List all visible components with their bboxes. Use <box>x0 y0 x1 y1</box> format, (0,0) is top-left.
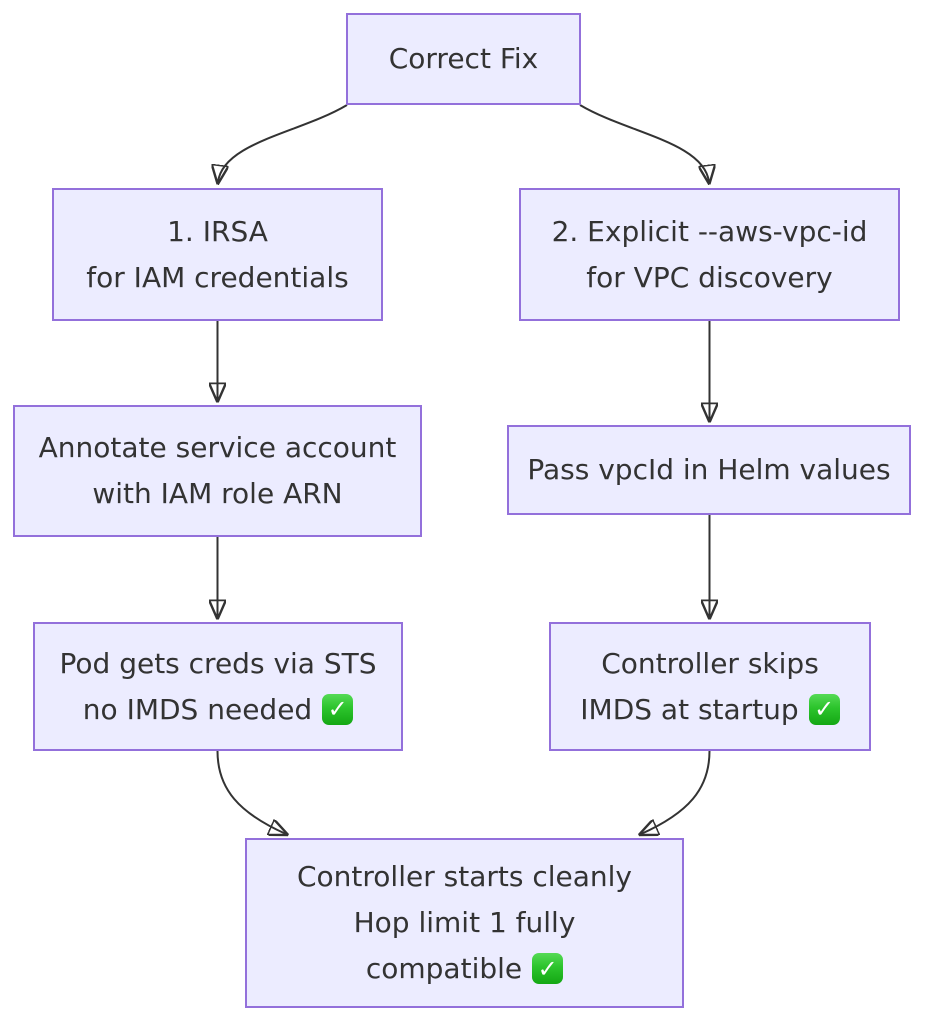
node-label: with IAM role ARN <box>92 477 343 510</box>
node-label: for IAM credentials <box>86 260 349 294</box>
node-correct-fix: Correct Fix <box>346 13 581 105</box>
node-label: compatible ✓ <box>365 946 564 992</box>
white-check-mark-emoji: ✓ <box>322 693 354 725</box>
edge-skips-final <box>641 750 711 834</box>
node-explicit-vpc-id: 2. Explicit --aws-vpc-id for VPC discove… <box>519 188 900 321</box>
node-pod-gets-creds: Pod gets creds via STS no IMDS needed ✓ <box>33 622 403 751</box>
node-label: Pass vpcId in Helm values <box>527 453 891 487</box>
node-controller-skips-imds: Controller skips IMDS at startup ✓ <box>549 622 871 751</box>
node-pass-vpcid-helm: Pass vpcId in Helm values <box>507 425 911 515</box>
node-label-text: no IMDS needed <box>82 692 313 726</box>
node-controller-starts-cleanly: Controller starts cleanly Hop limit 1 fu… <box>245 838 684 1008</box>
node-label-text: IMDS at startup <box>580 692 799 726</box>
node-label: Pod gets creds via STS <box>59 646 377 680</box>
edge-root-irsa <box>218 104 348 182</box>
white-check-mark-emoji: ✓ <box>532 953 564 985</box>
node-label: IMDS at startup ✓ <box>580 687 840 733</box>
node-label: 2. Explicit --aws-vpc-id <box>551 214 868 248</box>
node-annotate-service-account: Annotate service account with IAM role A… <box>13 405 422 537</box>
white-check-mark-emoji: ✓ <box>808 693 840 725</box>
node-label: Controller starts cleanly <box>297 860 632 894</box>
node-label: Correct Fix <box>388 42 539 76</box>
node-label: Hop limit 1 fully <box>353 906 576 940</box>
edge-podcreds-final <box>216 750 287 834</box>
node-label: Controller skips <box>601 646 819 680</box>
node-label: 1. IRSA <box>167 214 268 248</box>
node-label-text: compatible <box>365 951 523 985</box>
edge-root-explicit <box>579 104 709 182</box>
node-label: no IMDS needed ✓ <box>82 687 354 733</box>
node-label: Annotate service account <box>38 431 397 465</box>
node-label: for VPC discovery <box>586 260 833 294</box>
node-irsa: 1. IRSA for IAM credentials <box>52 188 383 321</box>
